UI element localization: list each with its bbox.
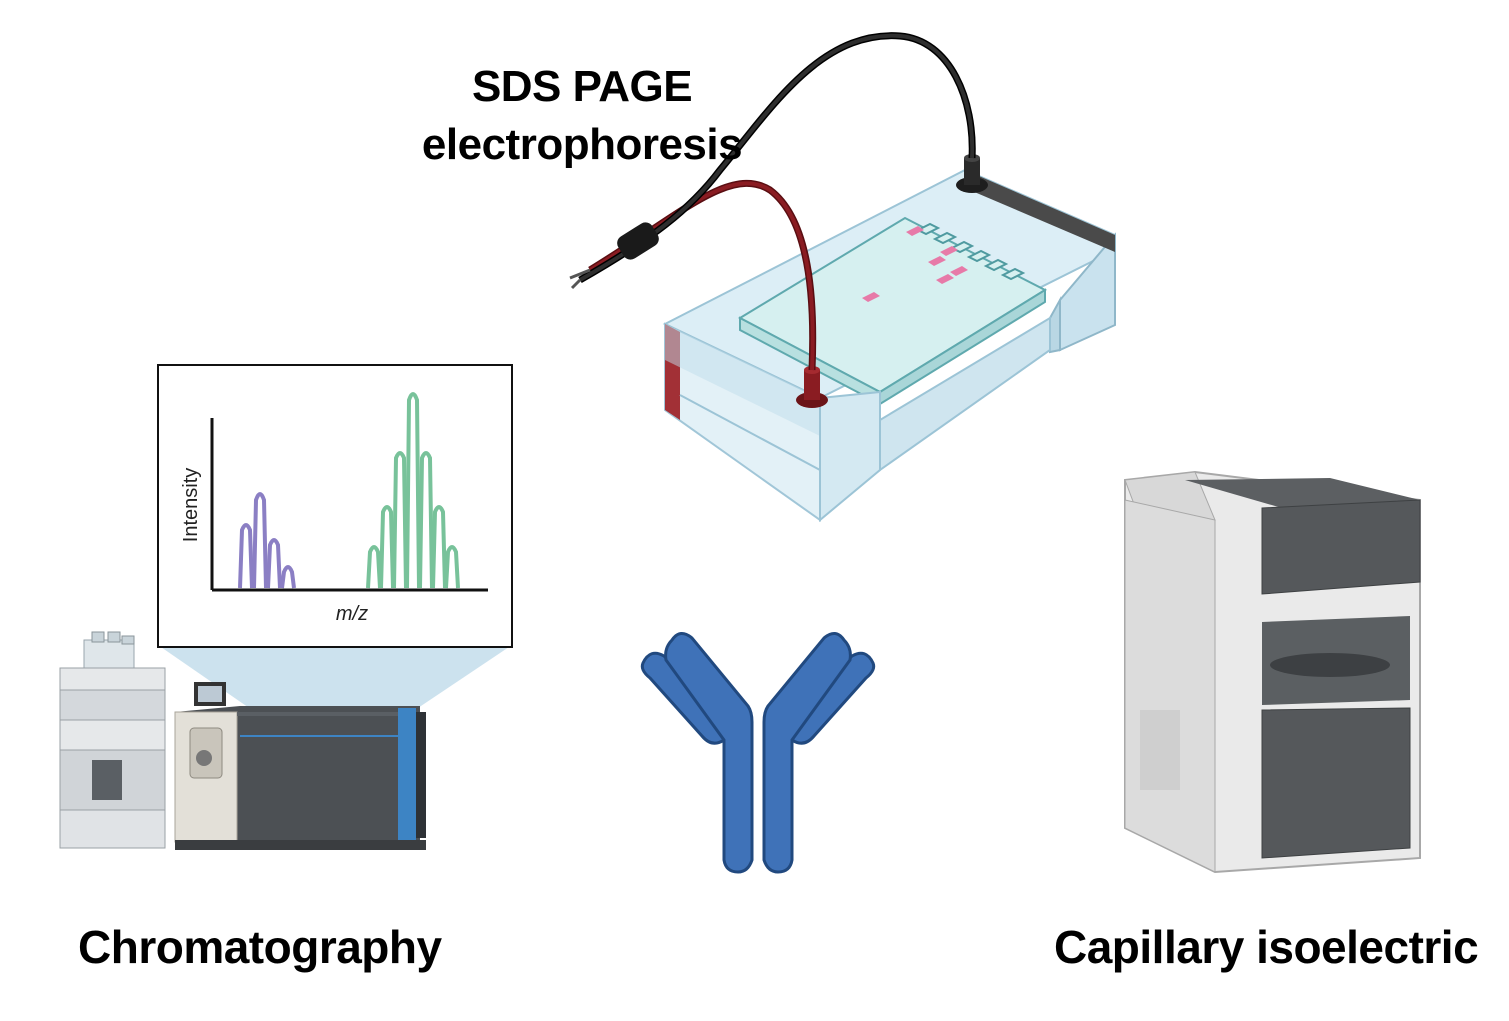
mass-spectrometer bbox=[174, 682, 426, 850]
spectrum-xlabel: m/z bbox=[336, 603, 368, 625]
antibody-icon bbox=[640, 632, 876, 874]
capillary-isoelectric-label: Capillary isoelectric bbox=[1054, 921, 1479, 973]
peaks-purple bbox=[238, 492, 296, 589]
chromatography-label: Chromatography bbox=[78, 921, 442, 973]
peaks-green bbox=[366, 392, 460, 589]
sds-page-label-line1: SDS PAGE bbox=[471, 62, 693, 111]
capillary-ief-instrument bbox=[1124, 470, 1421, 874]
sds-page-label: SDS PAGE electrophoresis bbox=[412, 58, 752, 174]
sds-page-label-line2: electrophoresis bbox=[421, 120, 743, 169]
gel-wells bbox=[915, 222, 1026, 281]
spectrum-ylabel: Intensity bbox=[180, 468, 202, 542]
lc-stack bbox=[59, 631, 166, 849]
gel-bands bbox=[862, 226, 968, 302]
sds-page-tank bbox=[569, 32, 1116, 523]
mass-spectrum-panel: Intensity m/z bbox=[157, 364, 513, 712]
